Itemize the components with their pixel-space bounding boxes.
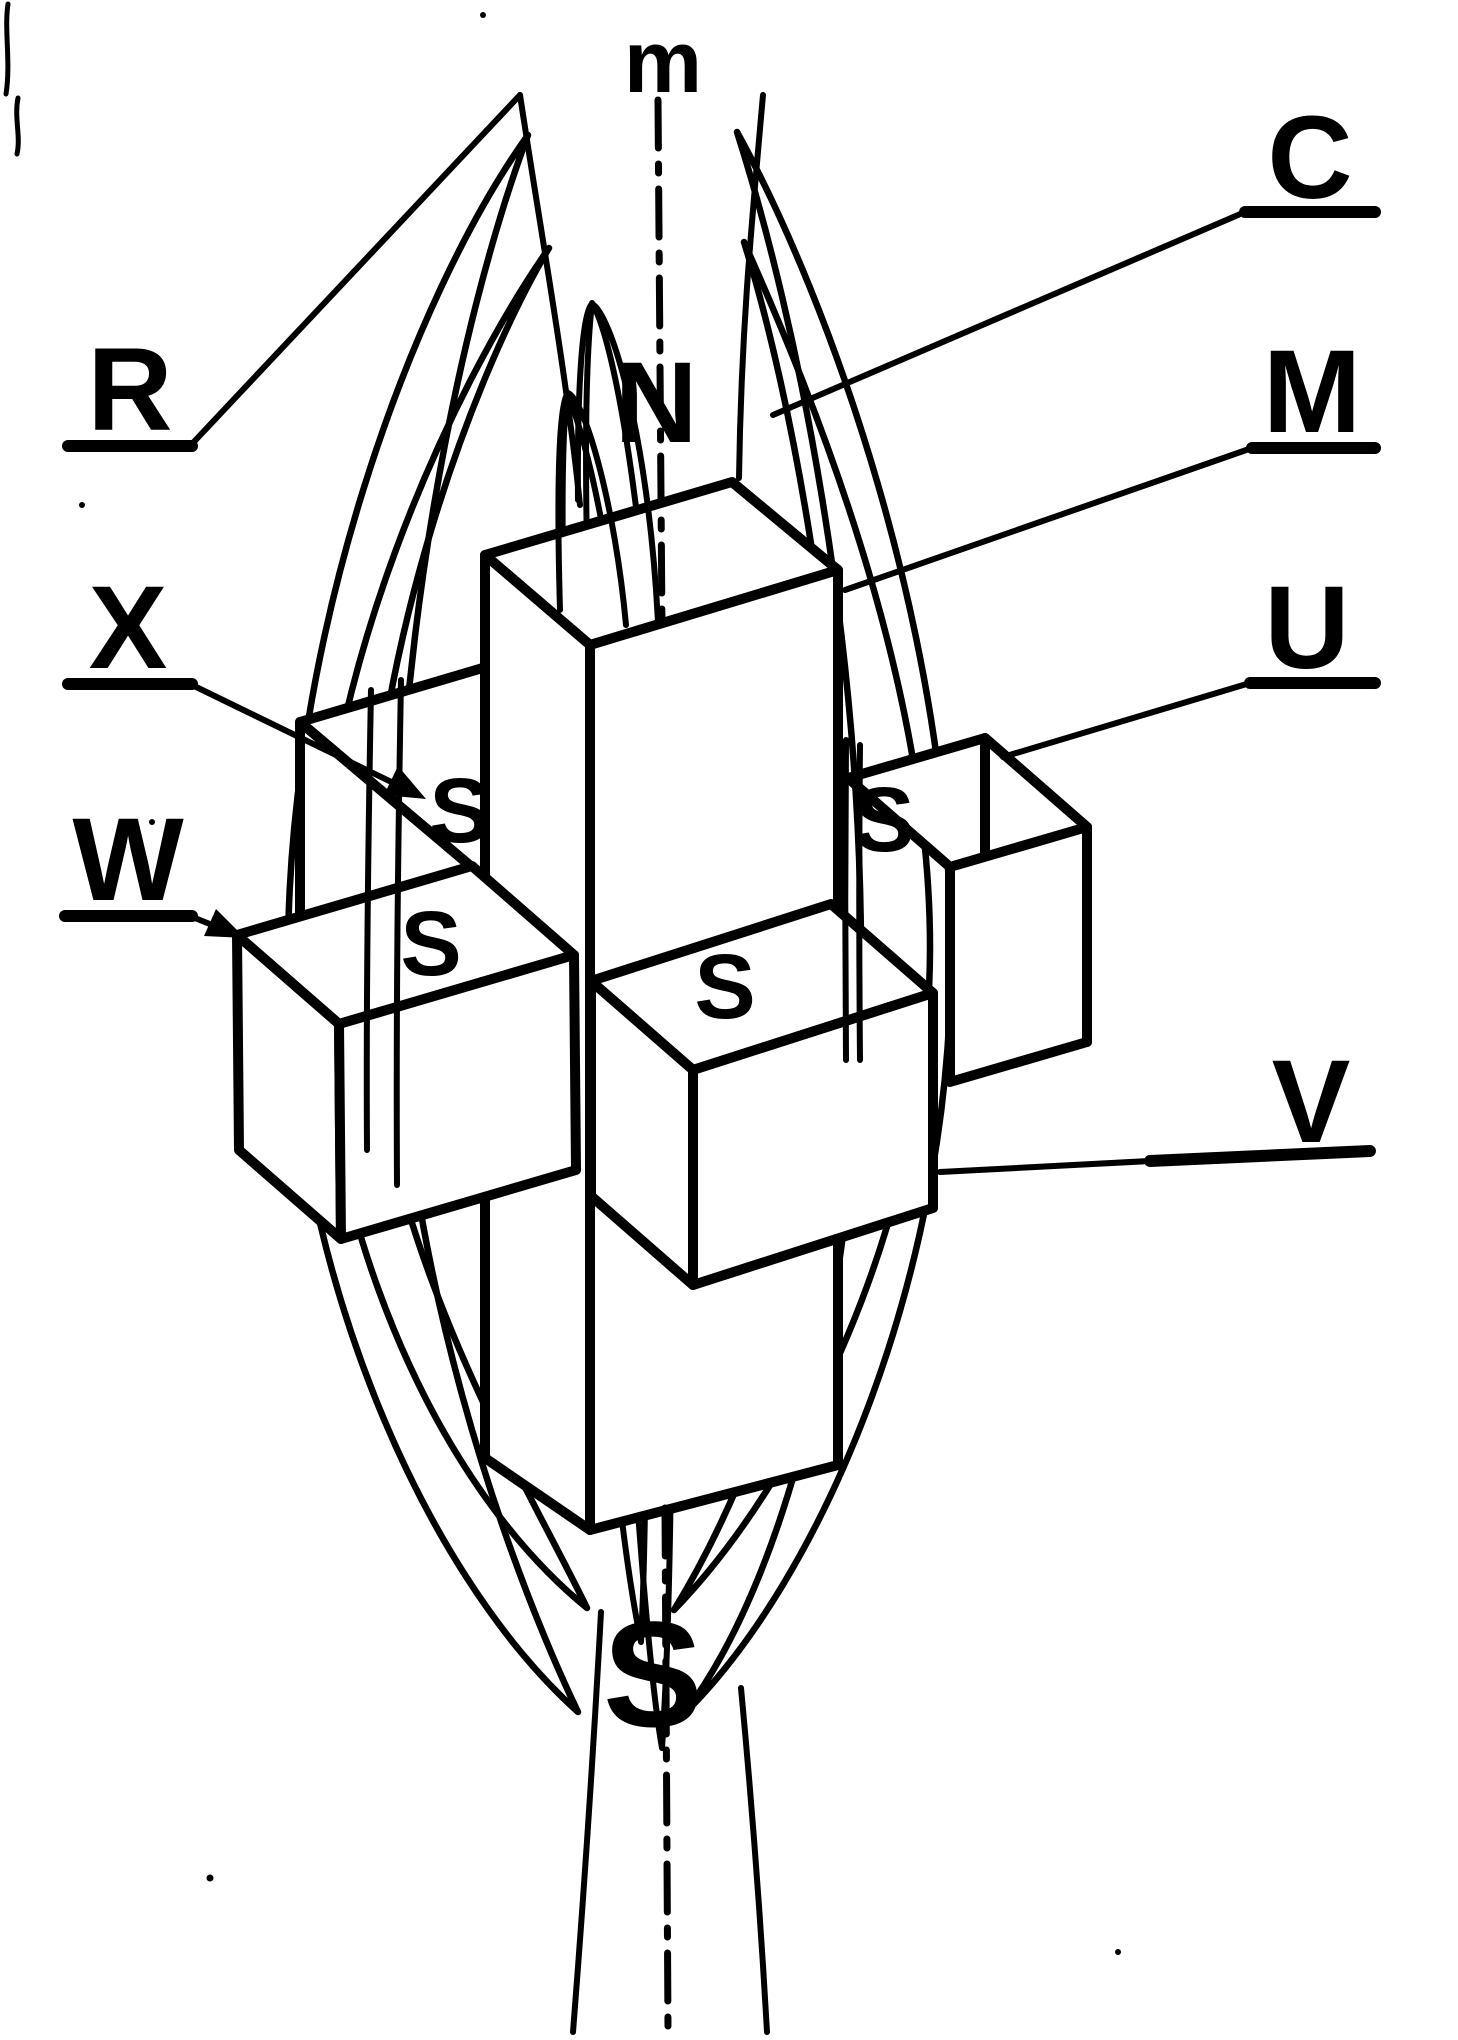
yoke-right-front-face [945,822,1092,1087]
label-m: M [1263,326,1361,458]
pole-label-n-top: N [614,339,697,467]
label-r: R [87,324,172,456]
leader-m [842,445,1255,593]
leader-u [1000,680,1253,760]
pole-mark-s-right: S [853,769,914,871]
flux-segment-right-1 [842,737,849,1063]
flux-segment-right-2 [856,742,863,1063]
underline-v [1144,1145,1376,1167]
flux-lines-overlay [363,96,863,2034]
flux-arch-center-a [574,301,661,625]
arrowhead-w [204,909,245,938]
flux-loop-right-outer [680,128,955,1718]
label-x: X [89,562,168,694]
yoke-front-end-face [688,988,938,1290]
label-w: W [72,794,184,926]
ink-speck-3 [149,819,155,825]
leader-c [770,209,1248,418]
pole-mark-s-rear-left: S [429,760,490,862]
leader-lines [59,92,1381,1175]
pole-mark-s-front: S [694,936,755,1038]
flux-open-line-bottom-left [570,1609,604,2035]
figure-lettering: m R C M U X W V N S S S S S [72,12,1361,1758]
arrowhead-x [384,766,426,799]
label-v: V [1272,1036,1351,1168]
flux-arch-center-b [555,390,629,628]
flux-loop-left-outer [284,131,582,1716]
flux-loop-left-inner [313,244,591,1612]
ink-speck-1 [480,12,486,18]
label-u: U [1264,562,1349,694]
flux-segment-left-1 [393,677,404,1188]
red-edge-mark-2 [14,95,21,157]
pole-mark-s-left: S [400,893,461,995]
ink-speck-5 [1115,1949,1121,1955]
red-edge-mark-1 [3,1,11,97]
axis-label-m: m [624,12,702,111]
flux-open-line-top-left [517,92,583,508]
flux-open-line-top-right [736,92,766,481]
label-c: C [1267,92,1352,224]
flux-segment-left-2 [363,687,374,1153]
yoke-bar-right [843,733,1092,1087]
yoke-bar-front [586,899,938,1290]
flux-open-line-bottom-right [738,1685,770,2035]
ink-speck-2 [79,502,85,508]
ink-speck-4 [206,1874,214,1882]
leader-r [187,92,523,449]
leader-x [187,681,415,795]
pole-label-s-bottom: S [603,1590,703,1758]
scan-artifacts [3,1,1121,1955]
leader-v [937,1158,1153,1175]
center-axis-line-bottom [661,1504,672,2034]
center-axis-line-top [654,96,666,632]
